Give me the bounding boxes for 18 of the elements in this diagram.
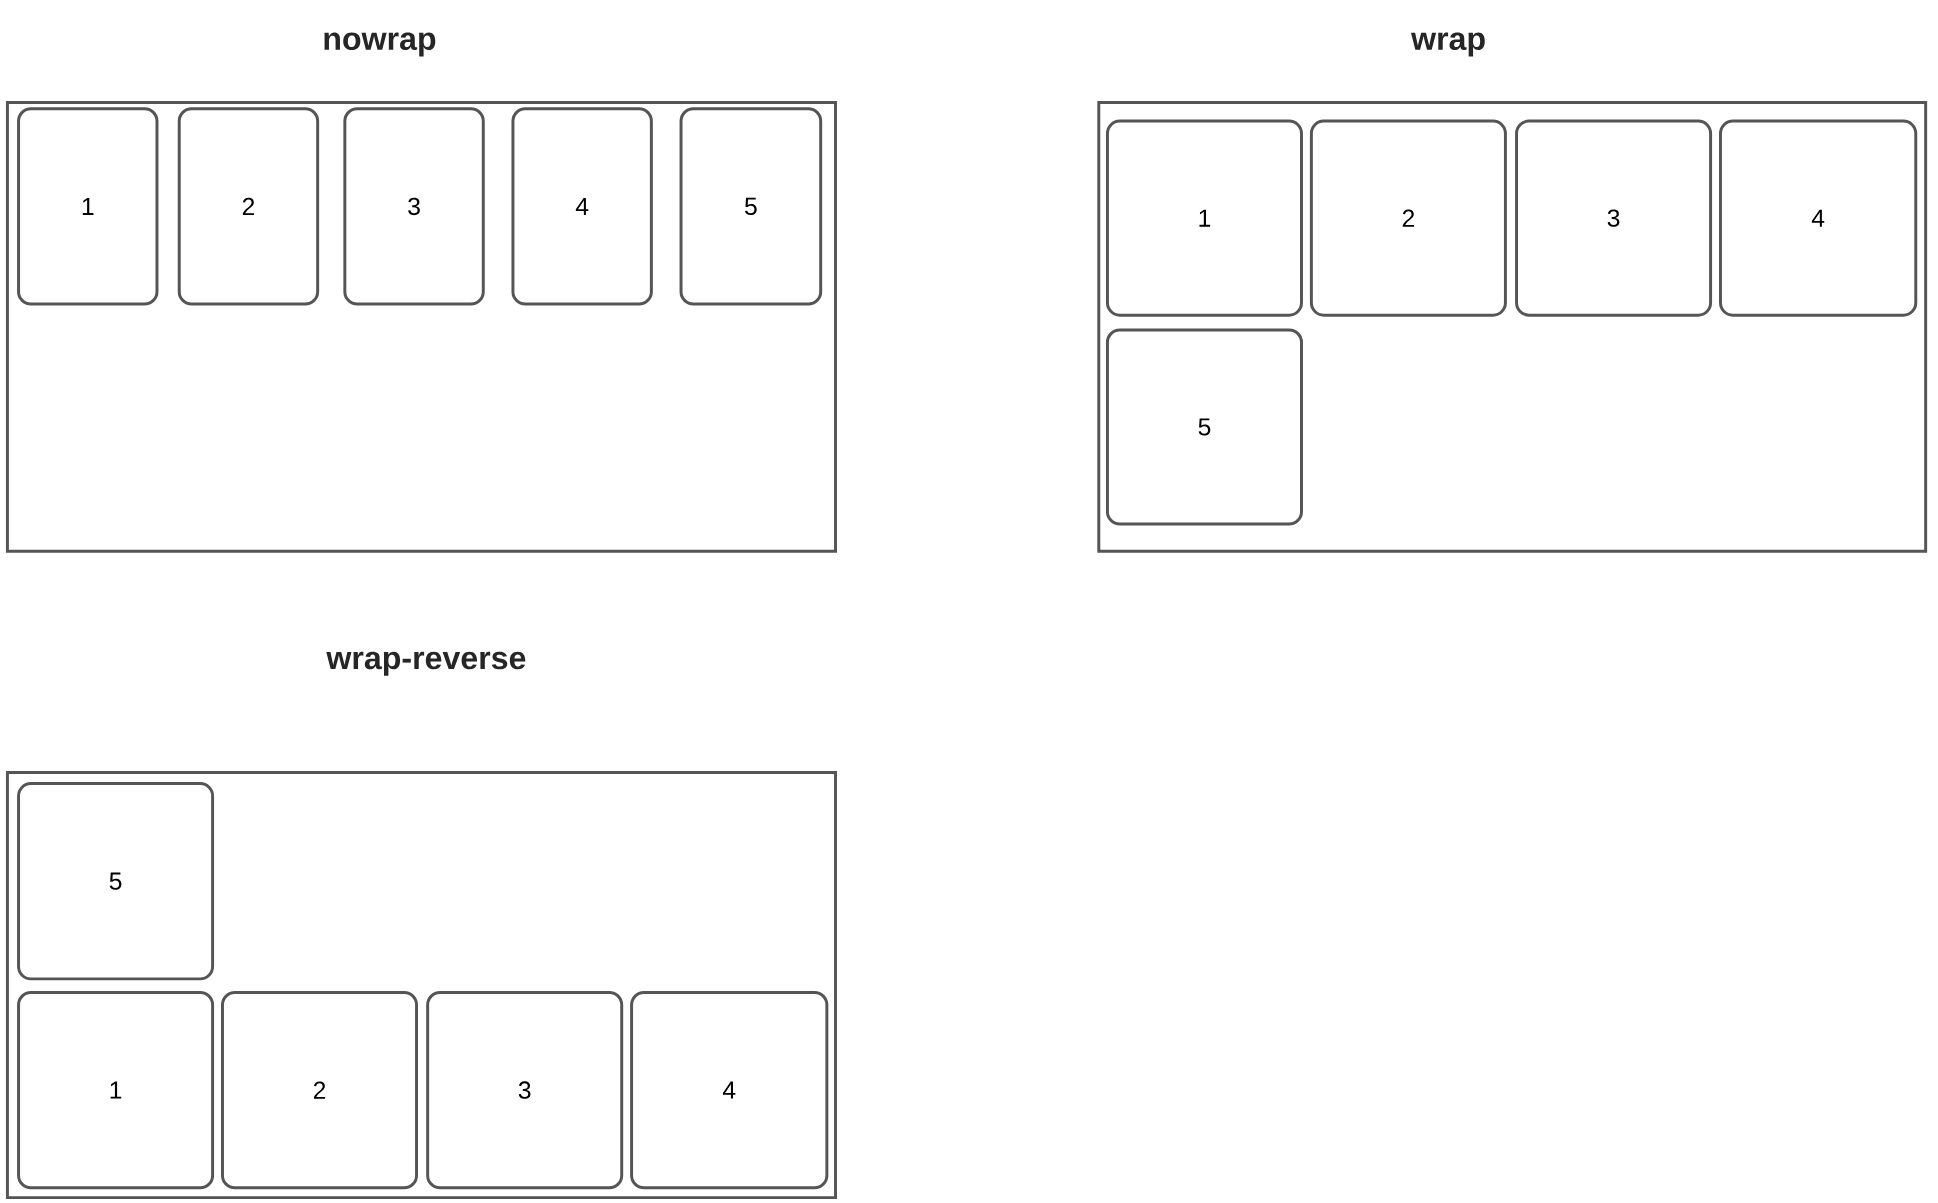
flex-item-box: 4	[630, 991, 829, 1190]
flex-item-box: 2	[1309, 119, 1507, 317]
flex-item-box: 3	[343, 107, 485, 306]
flex-item-box: 1	[17, 107, 159, 306]
flex-item-box: 1	[17, 991, 215, 1190]
panel-title: wrap	[1410, 32, 1485, 57]
flex-item-box: 3	[426, 991, 624, 1190]
flex-item-box: 4	[511, 107, 653, 306]
flex-item-box: 5	[17, 782, 215, 981]
flex-item-box: 3	[1515, 119, 1713, 317]
flex-item-box: 5	[679, 107, 823, 306]
panel-title: wrap-reverse	[326, 651, 526, 676]
flex-item-box: 4	[1719, 119, 1918, 317]
flex-item-box: 1	[1105, 119, 1303, 317]
flex-item-box: 5	[1105, 328, 1303, 526]
flex-item-box: 2	[177, 107, 320, 306]
flex-item-box: 2	[221, 991, 419, 1190]
panel-title: nowrap	[324, 32, 436, 57]
